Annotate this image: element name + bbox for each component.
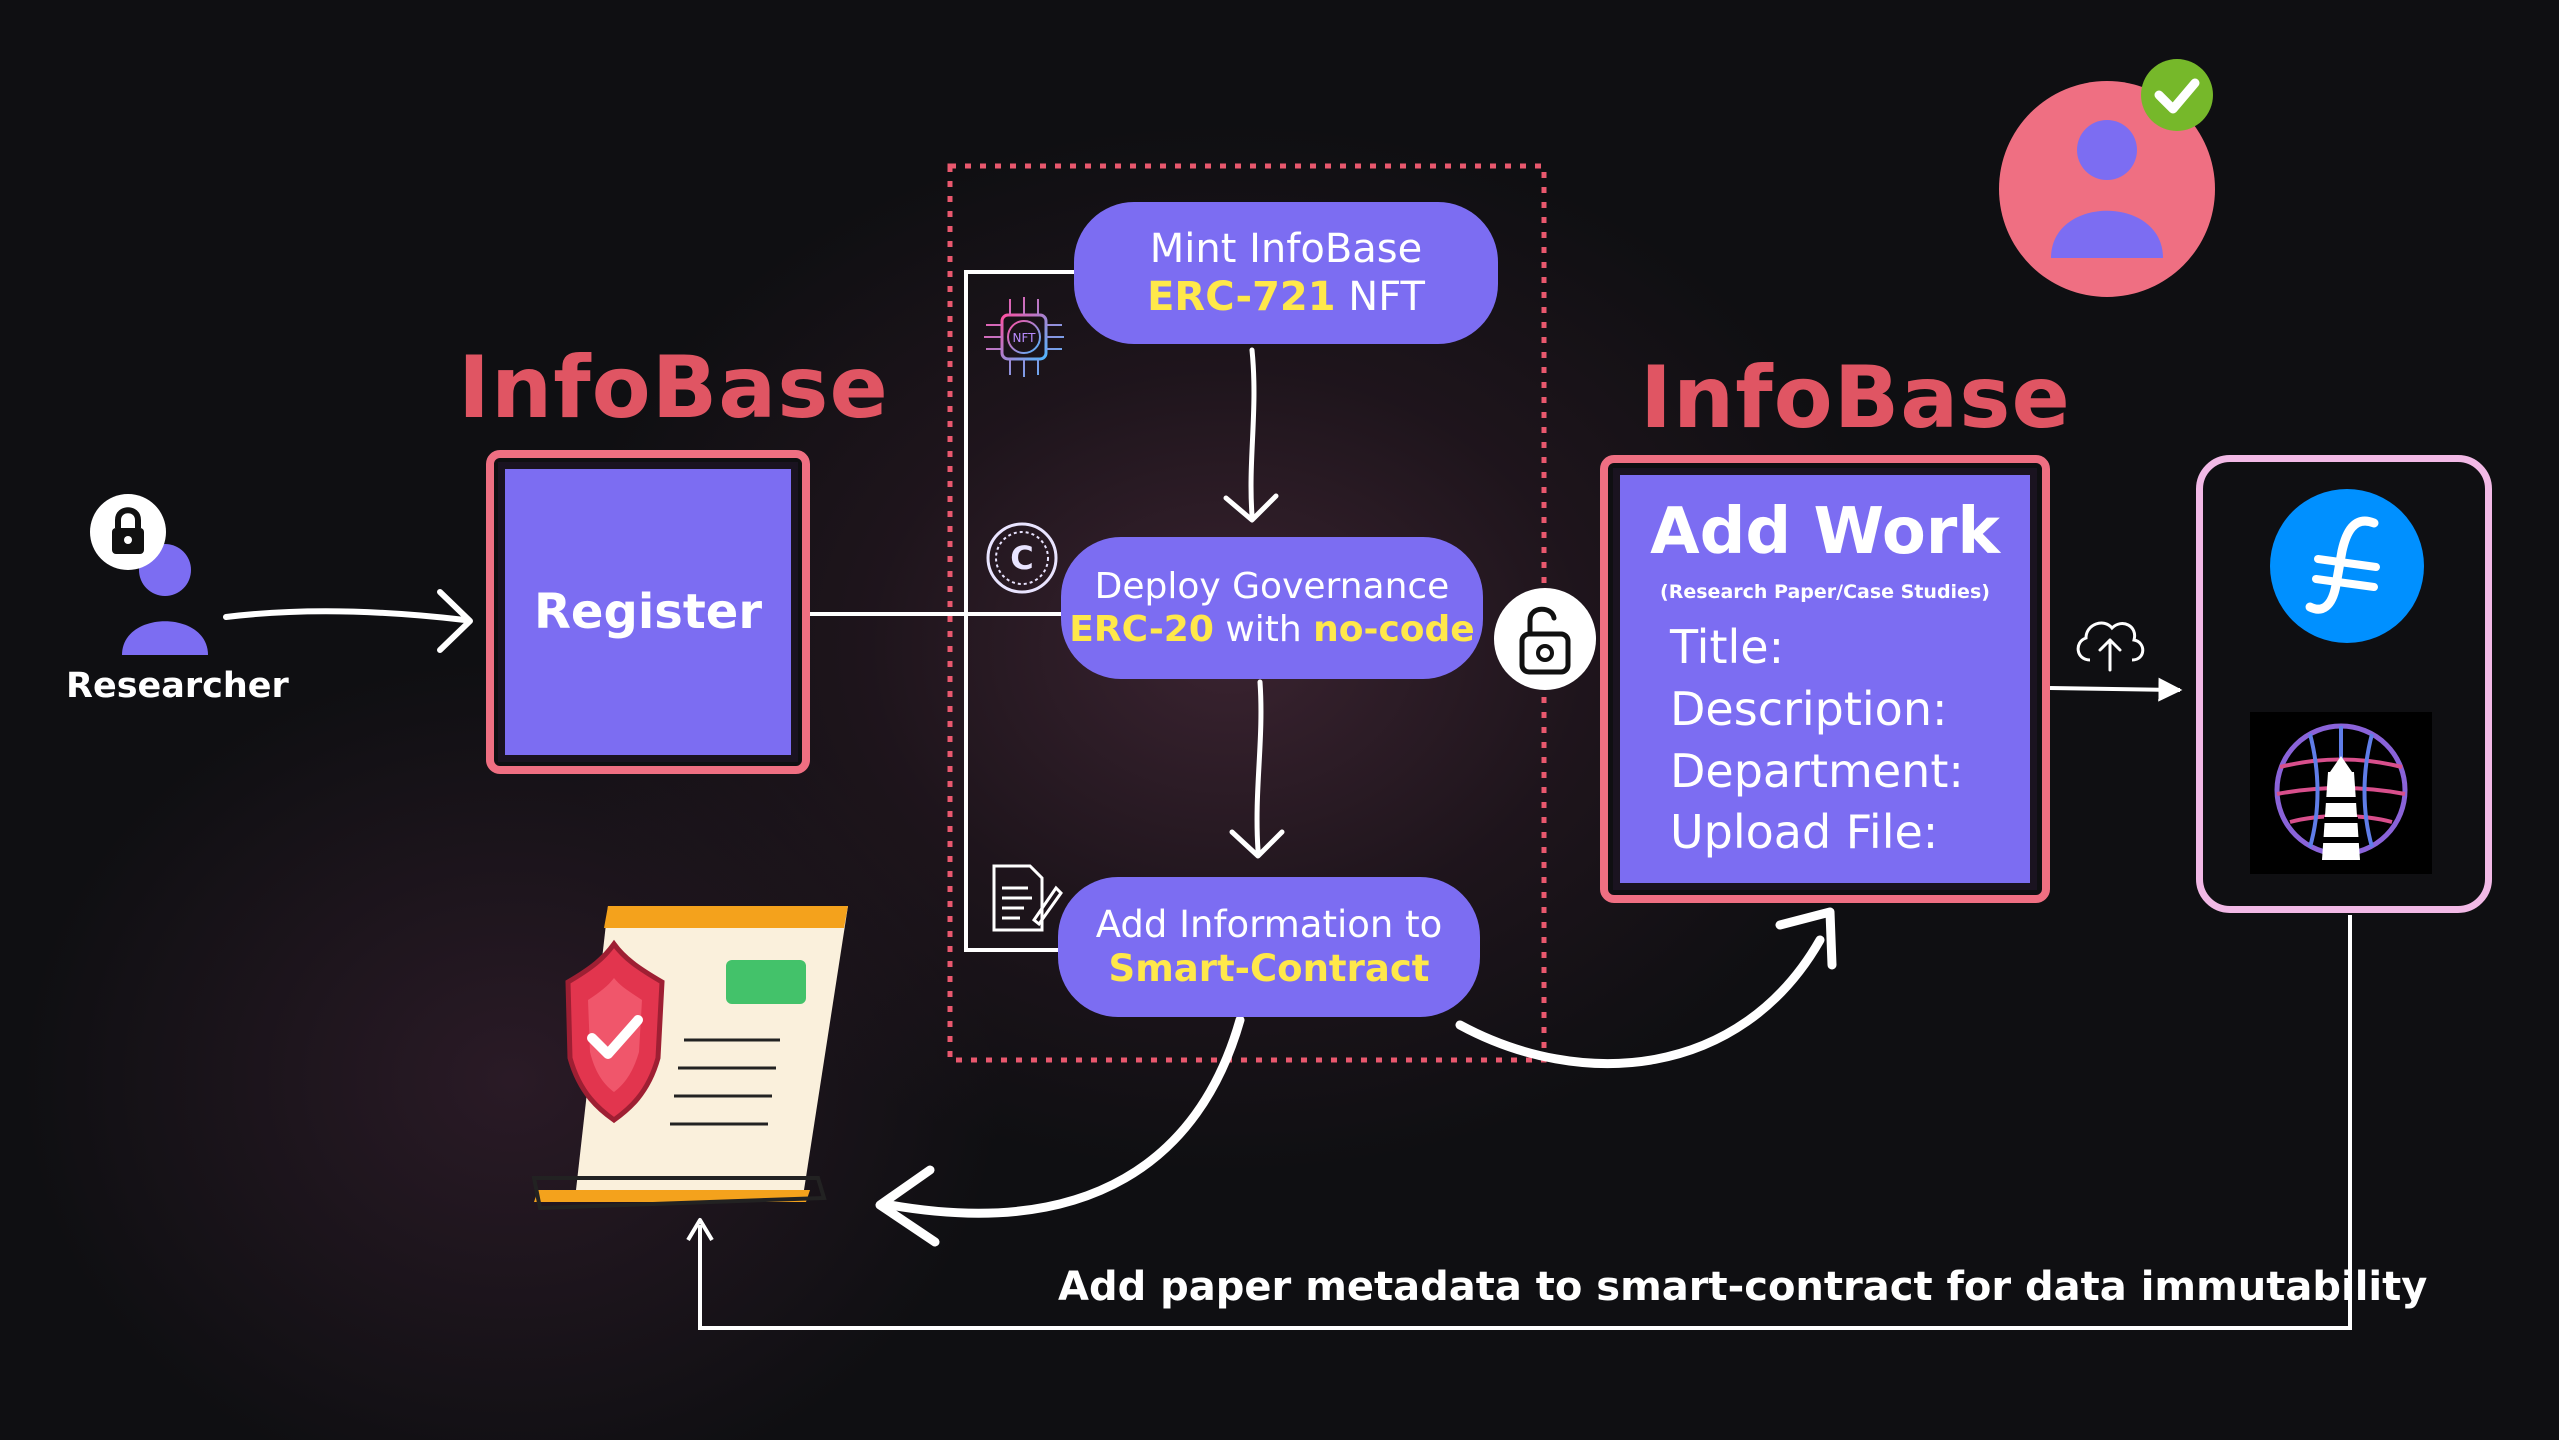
field-upload-file[interactable]: Upload File: — [1670, 805, 1939, 859]
step-deploy-highlight: ERC-20 — [1069, 609, 1214, 650]
step-mint-line2: ERC-721 NFT — [1147, 273, 1425, 321]
register-box: Register — [486, 450, 810, 774]
step-mint-line1: Mint InfoBase — [1149, 226, 1423, 272]
register-brand: InfoBase — [458, 338, 889, 438]
nft-chip-icon: NFT — [984, 297, 1064, 377]
field-description[interactable]: Description: — [1670, 682, 1948, 736]
field-title[interactable]: Title: — [1670, 620, 1785, 674]
step-mint-rest: NFT — [1335, 274, 1425, 320]
step-add-line1: Add Information to — [1095, 902, 1443, 946]
to-add-work-arrow — [1455, 935, 1825, 1069]
add-work-form[interactable]: Add Work (Research Paper/Case Studies) T… — [1613, 468, 2037, 890]
svg-text:NFT: NFT — [1013, 331, 1037, 345]
lighthouse-icon — [2250, 712, 2432, 874]
researcher-label: Researcher — [66, 666, 289, 706]
step-deploy-line1: Deploy Governance — [1094, 565, 1450, 607]
filecoin-icon — [2270, 489, 2424, 643]
register-label: Register — [533, 584, 763, 640]
add-work-subtitle: (Research Paper/Case Studies) — [1660, 581, 1990, 603]
contract-document-icon — [992, 864, 1063, 932]
to-certificate-arrow — [885, 1015, 1245, 1218]
svg-text:C: C — [1010, 539, 1033, 577]
secure-document-icon — [531, 906, 848, 1211]
unlock-icon — [1494, 588, 1596, 690]
step-arrow-2 — [1254, 679, 1264, 853]
step-arrow-1 — [1248, 347, 1257, 518]
register-button[interactable]: Register — [498, 462, 798, 762]
researcher-arrow — [223, 608, 468, 623]
cloud-upload-icon — [2076, 621, 2145, 672]
storage-box — [2196, 455, 2492, 913]
coin-c-icon: C — [986, 522, 1058, 594]
add-work-brand: InfoBase — [1640, 348, 2071, 448]
add-work-box: Add Work (Research Paper/Case Studies) T… — [1600, 455, 2050, 903]
step-deploy-governance[interactable]: Deploy Governance ERC-20 with no-code — [1061, 537, 1483, 679]
verified-user-icon — [1999, 59, 2215, 297]
step-add-information[interactable]: Add Information to Smart-Contract — [1058, 877, 1480, 1017]
step-mint-nft[interactable]: Mint InfoBase ERC-721 NFT — [1074, 202, 1498, 344]
step-add-highlight: Smart-Contract — [1108, 947, 1430, 990]
bottom-caption: Add paper metadata to smart-contract for… — [1058, 1264, 2428, 1310]
researcher: Researcher — [60, 490, 289, 720]
locked-user-icon — [90, 494, 208, 655]
metadata-loop — [698, 915, 2352, 1330]
step-deploy-highlight2: no-code — [1313, 609, 1475, 650]
step-deploy-mid: with — [1213, 609, 1314, 650]
field-department[interactable]: Department: — [1670, 744, 1964, 798]
add-work-title: Add Work — [1650, 495, 2000, 569]
step-deploy-line2: ERC-20 with no-code — [1069, 608, 1474, 651]
step-mint-highlight: ERC-721 — [1147, 274, 1336, 320]
